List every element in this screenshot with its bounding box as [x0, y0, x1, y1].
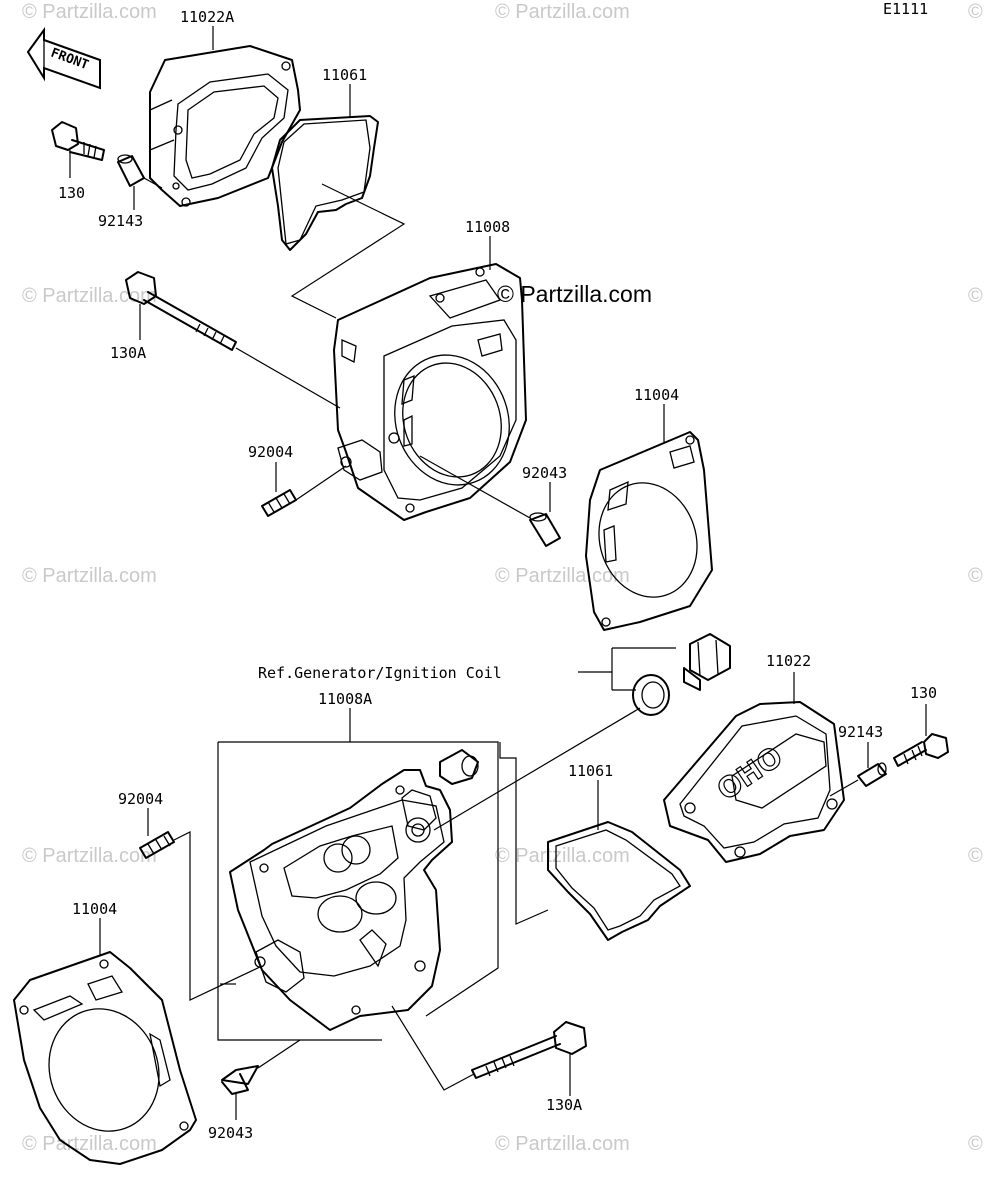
bolt-lower	[893, 733, 949, 767]
dowel-lower	[857, 762, 887, 787]
sealing-washer	[632, 674, 670, 716]
part-label-11022a: 11022A	[180, 8, 234, 26]
part-label-92143-lower: 92143	[838, 723, 883, 741]
cylinder-head-upper	[333, 263, 527, 521]
part-label-11061-lower: 11061	[568, 762, 613, 780]
dowel-pin-lower	[221, 1065, 259, 1095]
bolt-upper	[51, 121, 105, 161]
part-label-92143-upper: 92143	[98, 212, 143, 230]
stud-lower	[139, 831, 175, 859]
watermark: © Partzilla.com	[22, 845, 157, 867]
part-label-11008: 11008	[465, 218, 510, 236]
dowel-upper	[117, 154, 145, 187]
part-label-130-upper: 130	[58, 184, 85, 202]
watermark: © Partzilla.com	[495, 1, 630, 23]
cylinder-head-lower	[229, 749, 479, 1031]
head-gasket-upper	[585, 431, 713, 631]
part-label-11022: 11022	[766, 652, 811, 670]
watermark-symbol: ©	[968, 1, 983, 23]
watermark-symbol: ©	[968, 285, 983, 307]
watermark: © Partzilla.com	[495, 565, 630, 587]
long-bolt-lower	[471, 1021, 587, 1079]
dowel-pin-upper	[529, 512, 561, 547]
part-label-92043-upper: 92043	[522, 464, 567, 482]
part-label-11061-upper: 11061	[322, 66, 367, 84]
watermark: © Partzilla.com	[22, 1, 157, 23]
watermark: © Partzilla.com	[495, 845, 630, 867]
stud-upper	[261, 489, 297, 517]
cover-gasket-lower	[547, 821, 691, 941]
watermark-symbol: ©	[968, 1133, 983, 1155]
diagram-code: E1111	[883, 0, 928, 18]
part-label-130a-lower: 130A	[546, 1096, 582, 1114]
watermark-symbol: ©	[968, 565, 983, 587]
part-label-130a-upper: 130A	[110, 344, 146, 362]
part-label-92043-lower: 92043	[208, 1124, 253, 1142]
part-label-11008a: 11008A	[318, 690, 372, 708]
watermark: © Partzilla.com	[22, 565, 157, 587]
part-label-11004-upper: 11004	[634, 386, 679, 404]
part-label-11004-lower: 11004	[72, 900, 117, 918]
watermark-symbol: ©	[968, 845, 983, 867]
cover-gasket-upper	[271, 115, 379, 251]
watermark-layer: © Partzilla.com © Partzilla.com © Partzi…	[22, 1, 983, 1155]
watermark: © Partzilla.com	[22, 285, 157, 307]
long-bolt-upper	[125, 271, 237, 351]
spark-plug	[683, 633, 731, 691]
part-label-92004-lower: 92004	[118, 790, 163, 808]
head-gasket-lower	[13, 951, 197, 1165]
cylinder-head-cover-upper	[149, 45, 301, 207]
reference-note: Ref.Generator/Ignition Coil	[258, 664, 502, 682]
watermark: © Partzilla.com	[22, 1133, 157, 1155]
part-label-92004-upper: 92004	[248, 443, 293, 461]
cylinder-head-cover-lower: OHO	[663, 701, 845, 863]
front-arrow-icon: FRONT	[26, 26, 101, 90]
part-label-130-lower: 130	[910, 684, 937, 702]
watermark: © Partzilla.com	[495, 1133, 630, 1155]
